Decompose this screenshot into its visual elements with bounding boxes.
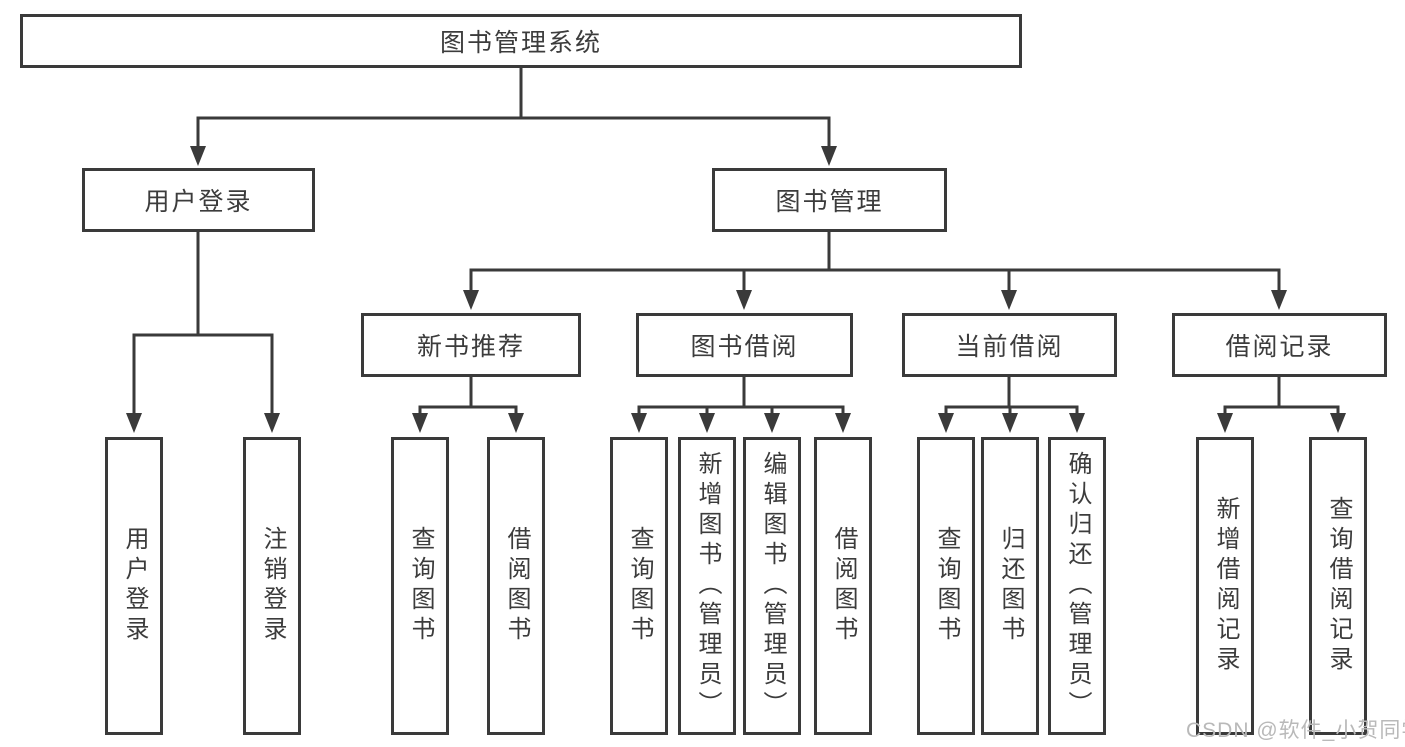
leaf-label: 注销登录 — [259, 526, 286, 646]
leaf-label: 查询图书 — [933, 526, 960, 646]
node-user-login: 用户登录 — [82, 168, 315, 232]
leaf-label: 借阅图书 — [503, 526, 530, 646]
leaf-confirm-return-admin: 确认归还（管理员） — [1048, 437, 1106, 735]
node-label: 新书推荐 — [416, 333, 525, 361]
node-book-borrowing: 图书借阅 — [636, 313, 853, 377]
leaf-logout: 注销登录 — [243, 437, 301, 735]
node-current-borrowing: 当前借阅 — [902, 313, 1117, 377]
leaf-label: 查询借阅记录 — [1325, 496, 1352, 676]
tree-branch-lines — [132, 66, 1340, 409]
leaf-query-books-borrowing: 查询图书 — [610, 437, 668, 735]
csdn-watermark: CSDN @软件_小贺同学 — [1186, 719, 1405, 742]
leaf-label: 查询图书 — [407, 526, 434, 646]
node-label: 借阅记录 — [1225, 333, 1334, 361]
leaf-query-books-current: 查询图书 — [917, 437, 975, 735]
node-book-management: 图书管理 — [712, 168, 947, 232]
leaf-add-books-admin: 新增图书（管理员） — [678, 437, 736, 735]
leaf-edit-books-admin: 编辑图书（管理员） — [743, 437, 801, 735]
node-label: 图书借阅 — [690, 333, 799, 361]
leaf-label: 确认归还（管理员） — [1064, 451, 1091, 721]
node-borrowing-records: 借阅记录 — [1172, 313, 1387, 377]
arrow-stems — [132, 118, 1340, 417]
node-label: 图书管理 — [775, 188, 884, 216]
node-label: 当前借阅 — [955, 333, 1064, 361]
leaf-borrow-books-recommend: 借阅图书 — [487, 437, 545, 735]
leaf-add-borrow-record: 新增借阅记录 — [1196, 437, 1254, 735]
leaf-label: 借阅图书 — [830, 526, 857, 646]
leaf-query-borrow-record: 查询借阅记录 — [1309, 437, 1367, 735]
leaf-return-books: 归还图书 — [981, 437, 1039, 735]
node-library-system: 图书管理系统 — [20, 14, 1022, 68]
leaf-borrow-books: 借阅图书 — [814, 437, 872, 735]
node-label: 图书管理系统 — [439, 29, 602, 57]
node-new-book-recommendation: 新书推荐 — [361, 313, 581, 377]
leaf-label: 新增图书（管理员） — [694, 451, 721, 721]
leaf-label: 归还图书 — [997, 526, 1024, 646]
leaf-user-login: 用户登录 — [105, 437, 163, 735]
leaf-label: 用户登录 — [121, 526, 148, 646]
node-label: 用户登录 — [144, 188, 253, 216]
leaf-label: 新增借阅记录 — [1212, 496, 1239, 676]
leaf-query-books-recommend: 查询图书 — [391, 437, 449, 735]
leaf-label: 编辑图书（管理员） — [759, 451, 786, 721]
leaf-label: 查询图书 — [626, 526, 653, 646]
